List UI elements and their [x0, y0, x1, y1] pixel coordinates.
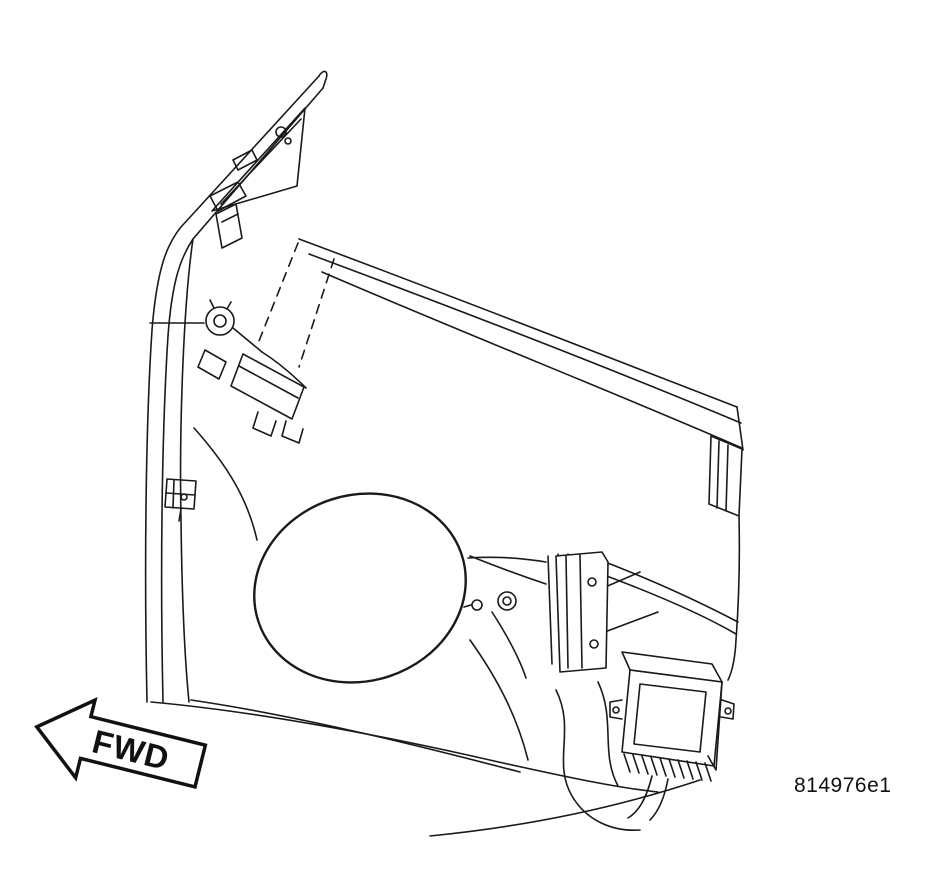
beltline-lines: [298, 238, 743, 449]
upper-clip: [209, 181, 247, 249]
mirror-flag-triangle: [211, 107, 306, 212]
armrest-edge: [595, 559, 739, 635]
fwd-arrow-outline: [34, 697, 208, 790]
inner-panel-contours: [150, 427, 701, 837]
door-module-connector: [555, 551, 735, 821]
latch-assembly: [149, 299, 307, 444]
window-channel: [708, 406, 744, 517]
speaker-opening: [253, 492, 467, 684]
wiring-contours: [555, 681, 641, 831]
figure-code: 814976e1: [794, 774, 892, 797]
retainer-clip: [164, 478, 197, 522]
alignment-dashed-lines: [256, 242, 335, 368]
